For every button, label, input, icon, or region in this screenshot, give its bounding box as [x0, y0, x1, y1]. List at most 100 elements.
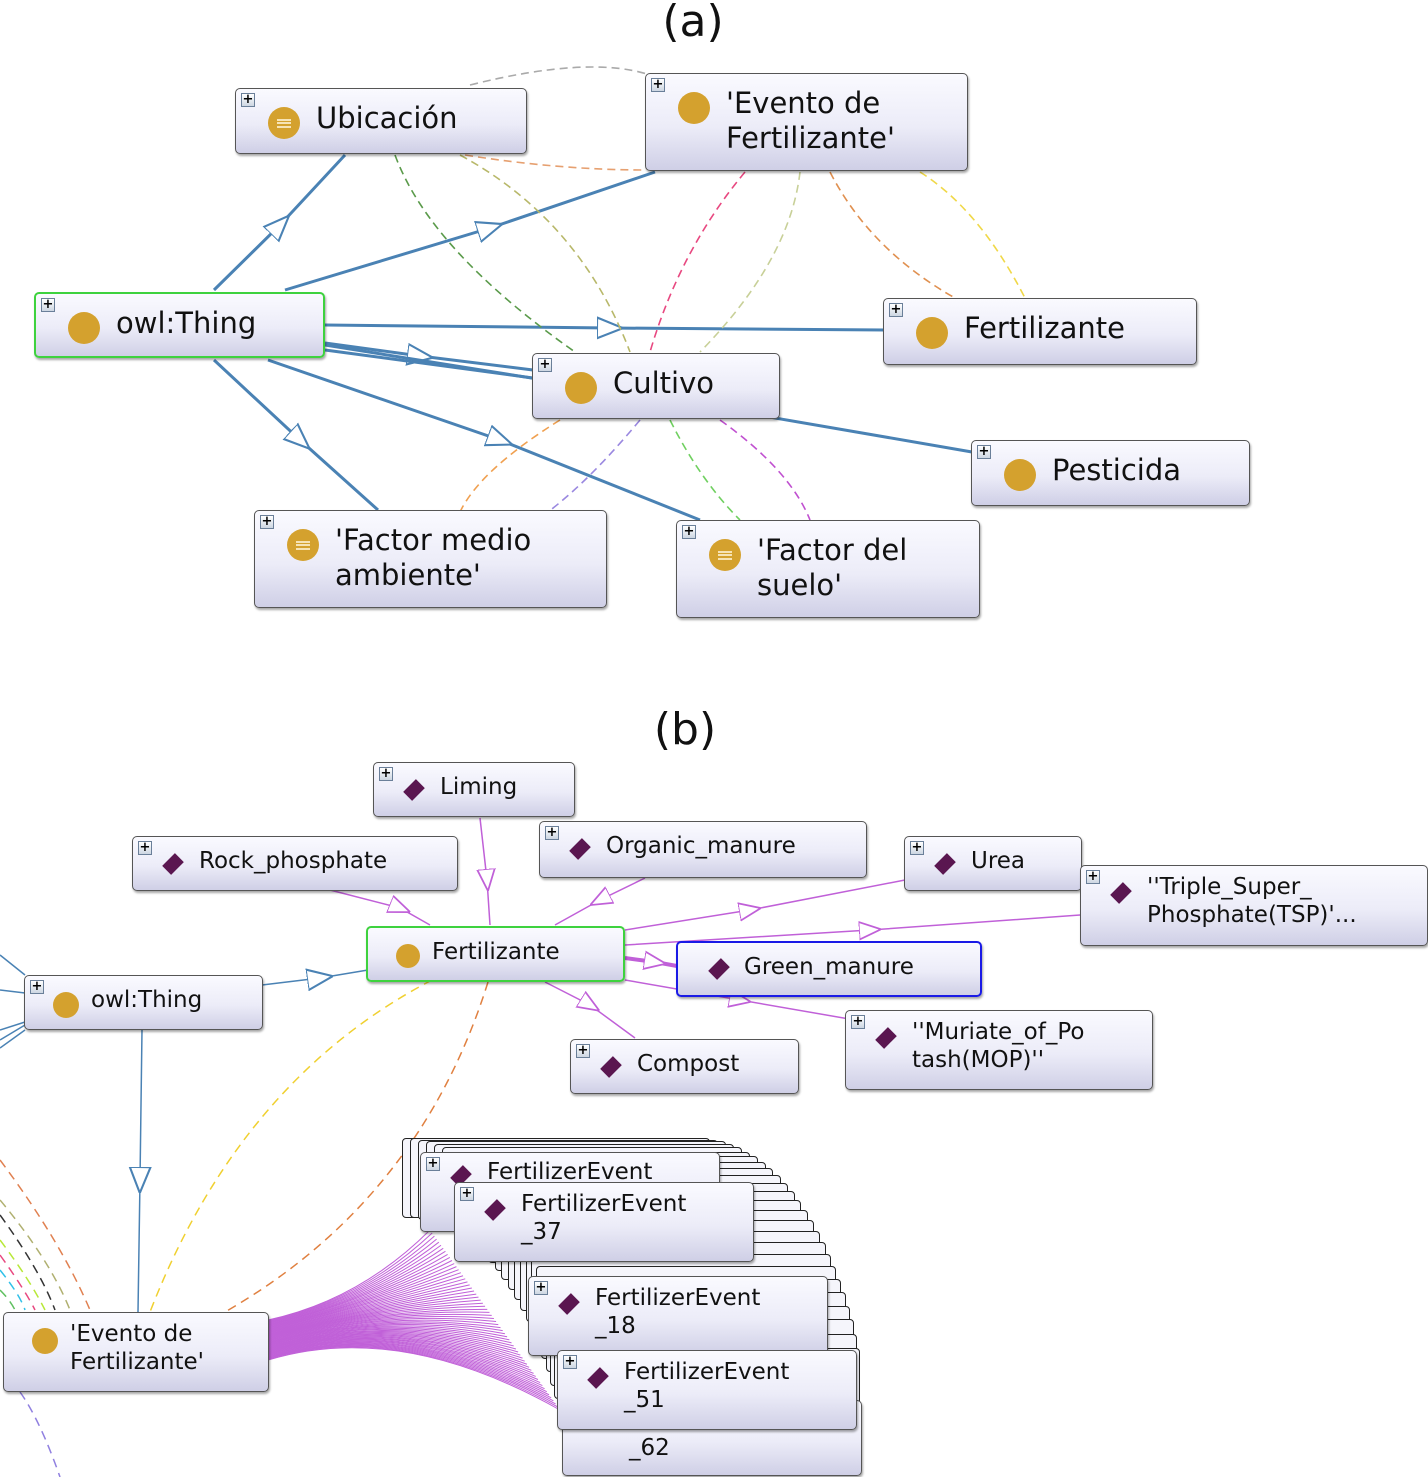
individual-icon: [558, 1293, 580, 1315]
instance-edge: [267, 1302, 483, 1337]
instance-edge: [267, 1317, 497, 1341]
node-factor-del-suelo[interactable]: + 'Factor del suelo': [676, 520, 980, 618]
individual-icon: [708, 958, 730, 980]
expand-icon[interactable]: +: [30, 979, 44, 994]
node-evento-de-fertilizante[interactable]: + 'Evento de Fertilizante': [645, 73, 968, 171]
instance-fan-edges: [267, 1229, 561, 1411]
node-fertilizante-b[interactable]: Fertilizante: [366, 926, 625, 982]
expand-icon[interactable]: +: [682, 524, 696, 539]
expand-icon[interactable]: +: [538, 357, 552, 372]
instance-edge: [267, 1344, 554, 1402]
node-label: 'Evento de Fertilizante': [70, 1321, 205, 1375]
node-label: 'Evento de Fertilizante': [726, 86, 895, 155]
instance-edge: [267, 1260, 453, 1328]
node-owl-thing[interactable]: + owl:Thing: [34, 292, 325, 358]
node-label: FertilizerEvent: [487, 1159, 653, 1185]
node-label: Rock_phosphate: [199, 848, 388, 874]
node-compost[interactable]: + Compost: [570, 1039, 799, 1094]
instance-edge: [267, 1313, 492, 1340]
instance-edge: [267, 1229, 431, 1321]
class-icon: [916, 317, 948, 349]
node-ubicacion[interactable]: + Ubicación: [235, 88, 527, 154]
instance-edge: [267, 1324, 506, 1344]
individual-icon: [600, 1056, 622, 1078]
node-rock-phosphate[interactable]: + Rock_phosphate: [132, 836, 458, 891]
instance-edge: [267, 1322, 503, 1343]
instance-edge: [267, 1327, 512, 1346]
individual-icon: [875, 1027, 897, 1049]
expand-icon[interactable]: +: [576, 1043, 590, 1058]
expand-icon[interactable]: +: [460, 1186, 474, 1201]
node-label: Pesticida: [1052, 453, 1182, 487]
node-fertilizer-event-37[interactable]: + FertilizerEvent _37: [454, 1182, 754, 1262]
expand-icon[interactable]: +: [426, 1156, 440, 1171]
node-label: _62: [629, 1435, 670, 1461]
instance-edge: [267, 1337, 534, 1374]
node-urea[interactable]: + Urea: [904, 836, 1082, 891]
expand-icon[interactable]: +: [851, 1014, 865, 1029]
instance-edge: [267, 1330, 519, 1353]
instance-edge: [267, 1281, 468, 1333]
expand-icon[interactable]: +: [545, 825, 559, 840]
instance-edge: [267, 1333, 525, 1362]
instance-edge: [267, 1293, 477, 1335]
expand-icon[interactable]: +: [910, 840, 924, 855]
instance-edge: [267, 1235, 435, 1322]
expand-icon[interactable]: +: [889, 302, 903, 317]
node-factor-medio-ambiente[interactable]: + 'Factor medio ambiente': [254, 510, 607, 608]
individual-icon: [403, 779, 425, 801]
node-evento-de-fertilizante-b[interactable]: 'Evento de Fertilizante': [3, 1312, 269, 1392]
defined-class-icon: [287, 529, 319, 561]
node-label: Fertilizante: [432, 939, 560, 965]
edge-thing-ubicacion: [212, 153, 347, 292]
individual-icon: [569, 838, 591, 860]
node-fertilizer-event-18[interactable]: + FertilizerEvent _18: [528, 1276, 828, 1356]
class-icon: [565, 372, 597, 404]
node-liming[interactable]: + Liming: [373, 762, 575, 817]
panel-b-instance-edges: [329, 817, 1081, 1039]
node-organic-manure[interactable]: + Organic_manure: [539, 821, 867, 878]
node-label: ''Muriate_of_Po tash(MOP)'': [912, 1019, 1085, 1073]
node-muriate-of-potash[interactable]: + ''Muriate_of_Po tash(MOP)'': [845, 1010, 1153, 1090]
instance-edge: [267, 1332, 521, 1356]
node-fertilizante[interactable]: + Fertilizante: [883, 298, 1197, 365]
class-icon: [32, 1328, 58, 1354]
edge-thing-factor-suelo: [267, 358, 701, 522]
node-label: Urea: [971, 848, 1026, 874]
instance-edge: [267, 1287, 472, 1334]
individual-icon: [162, 853, 184, 875]
instance-edge: [267, 1241, 440, 1324]
individual-icon: [934, 853, 956, 875]
edge-thing-evento: [284, 170, 656, 292]
node-label: Liming: [440, 774, 518, 800]
node-label: 'Factor del suelo': [757, 533, 908, 602]
node-fertilizer-event-51[interactable]: + FertilizerEvent _51: [557, 1350, 857, 1430]
instance-edge: [267, 1333, 523, 1359]
panel-b-property-edges: [0, 979, 489, 1477]
expand-icon[interactable]: +: [1086, 869, 1100, 884]
node-cultivo[interactable]: + Cultivo: [532, 353, 780, 419]
expand-icon[interactable]: +: [379, 766, 393, 781]
class-icon: [678, 92, 710, 124]
expand-icon[interactable]: +: [563, 1354, 577, 1369]
instance-edge: [267, 1342, 547, 1393]
node-owl-thing-b[interactable]: + owl:Thing: [24, 975, 263, 1030]
defined-class-icon: [268, 107, 300, 139]
node-triple-super-phosphate[interactable]: + ''Triple_Super_ Phosphate(TSP)'...: [1080, 865, 1428, 946]
expand-icon[interactable]: +: [534, 1280, 548, 1295]
expand-icon[interactable]: +: [977, 444, 991, 459]
expand-icon[interactable]: +: [241, 92, 255, 107]
expand-icon[interactable]: +: [260, 514, 274, 529]
defined-class-icon: [709, 539, 741, 571]
node-pesticida[interactable]: + Pesticida: [971, 440, 1250, 506]
instance-edge: [267, 1266, 457, 1329]
panel-a-property-edges: [394, 66, 1026, 521]
instance-edge: [267, 1339, 539, 1380]
expand-icon[interactable]: +: [41, 297, 55, 312]
instance-edge: [267, 1338, 536, 1377]
expand-icon[interactable]: +: [651, 77, 665, 92]
expand-icon[interactable]: +: [138, 840, 152, 855]
node-green-manure[interactable]: Green_manure: [676, 941, 982, 997]
node-label: Compost: [637, 1051, 740, 1077]
